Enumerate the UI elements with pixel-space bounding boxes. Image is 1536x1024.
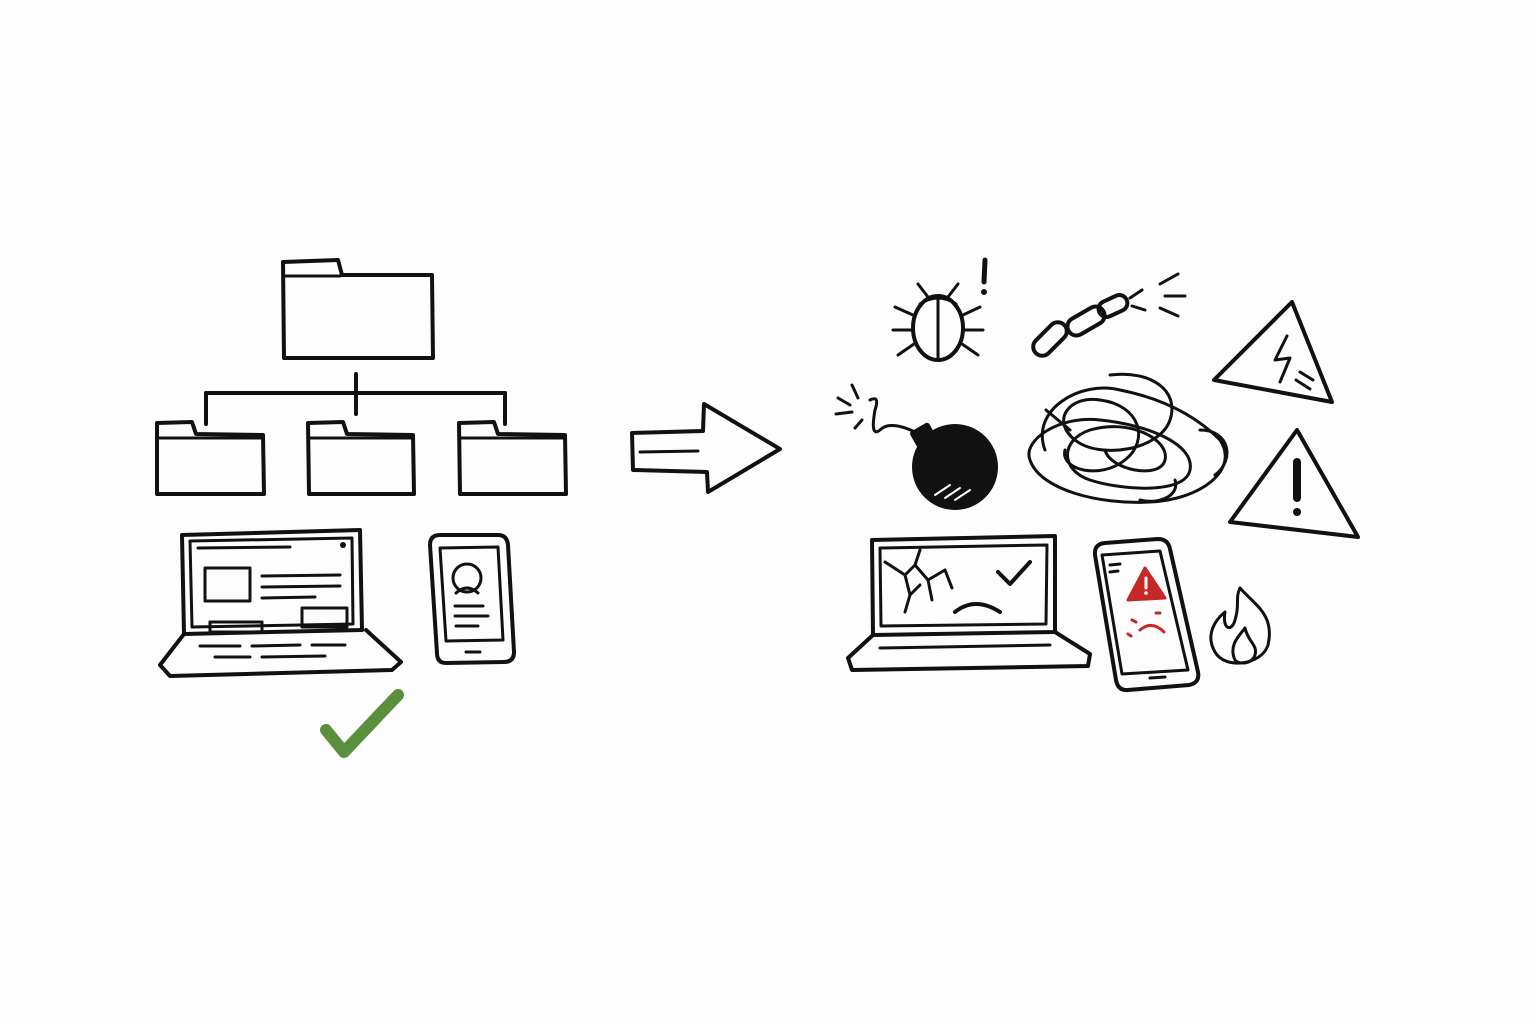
child-folder-icon (155, 420, 266, 496)
bug-icon (891, 257, 988, 362)
checkmark-icon (320, 689, 404, 758)
child-folder-icon (306, 420, 416, 496)
tangled-scribble-icon (1027, 372, 1229, 504)
laptop-icon (158, 528, 403, 678)
warning-triangle-icon (1228, 428, 1360, 539)
warning-triangle-icon (1212, 300, 1334, 404)
root-folder-icon (281, 258, 435, 360)
arrow-right-icon (630, 402, 782, 494)
chaotic-side (834, 257, 1360, 693)
broken-chain-icon (1031, 272, 1187, 358)
organized-side (155, 258, 568, 758)
folder-tree-connector (204, 372, 507, 426)
error-smartphone-icon (1092, 537, 1201, 693)
smartphone-icon (428, 533, 516, 665)
bomb-icon (834, 383, 998, 510)
fire-icon (1209, 586, 1271, 665)
broken-laptop-icon (846, 534, 1092, 672)
child-folder-icon (457, 420, 568, 496)
